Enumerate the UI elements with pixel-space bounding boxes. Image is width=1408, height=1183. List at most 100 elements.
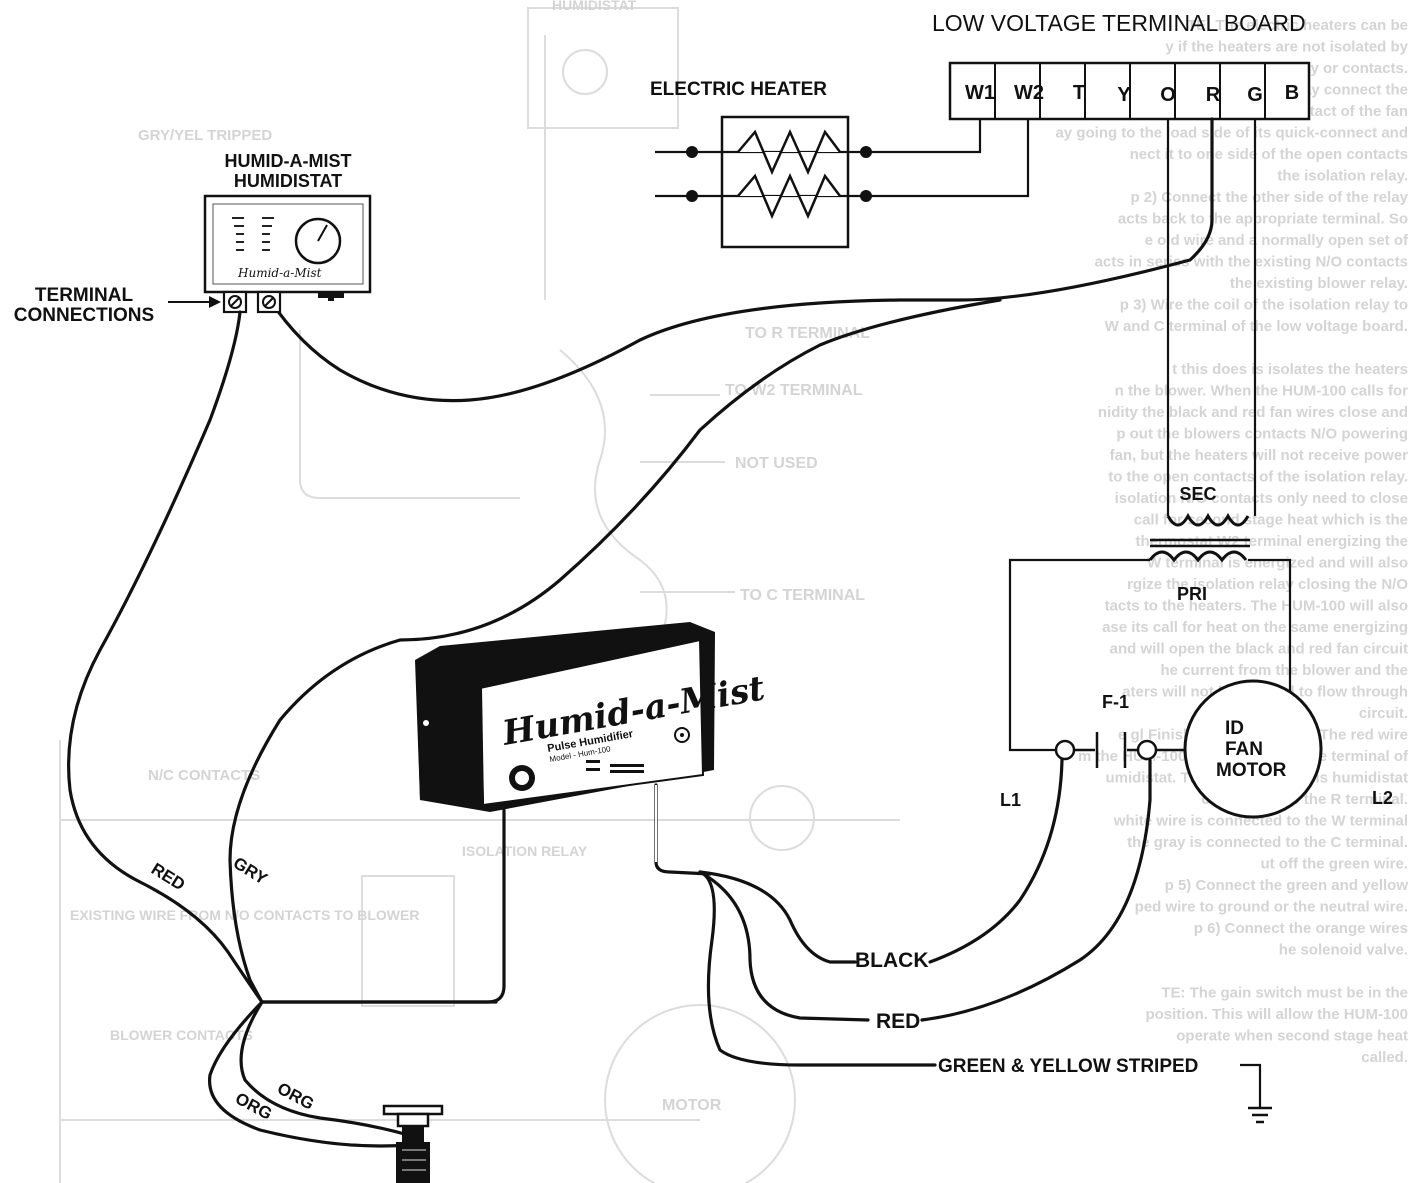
orange-wire-1 bbox=[239, 1000, 410, 1137]
terminal-b: B bbox=[1285, 82, 1299, 104]
bg-instruction-line: tacts to the heaters. The HUM-100 will a… bbox=[1105, 598, 1408, 615]
bg-instruction-line: TE: The electric heaters can be bbox=[1187, 17, 1408, 34]
electric-heater-label: ELECTRIC HEATER bbox=[650, 79, 827, 100]
bg-instruction-line: isolation N/O contacts only need to clos… bbox=[1115, 490, 1408, 507]
bg-instruction-line: the existing blower relay. bbox=[1230, 275, 1408, 292]
bg-instruction-line: the isolation relay. bbox=[1277, 168, 1408, 185]
bg-instruction-line: nidity the black and red fan wires close… bbox=[1098, 404, 1408, 421]
bg-instruction-line: ase its call for heat on the same energi… bbox=[1102, 619, 1408, 636]
gray-wire-label: GRY bbox=[230, 853, 271, 889]
bg-instruction-line: circuit. bbox=[1359, 705, 1408, 722]
black-wire bbox=[698, 870, 857, 964]
background-instructions: TE: The electric heaters can be y if the … bbox=[1055, 17, 1408, 1066]
w1-wire bbox=[866, 119, 982, 154]
red-wire-fan-label: RED bbox=[876, 1010, 920, 1033]
switch-label: F-1 bbox=[1102, 692, 1129, 712]
bg-gray-tripped-text: GRY/YEL TRIPPED bbox=[138, 127, 272, 144]
secondary-label: SEC bbox=[1179, 484, 1216, 504]
terminal-strip: W1 W2 T Y O R G B bbox=[948, 61, 1311, 121]
humidistat-title-1: HUMID-A-MIST bbox=[225, 151, 352, 171]
bg-blower-contacts-text: BLOWER CONTACTS bbox=[110, 1027, 253, 1043]
orange-wire-label-1: ORG bbox=[274, 1079, 317, 1114]
id-fan-motor: ID FAN MOTOR bbox=[1183, 679, 1323, 819]
humidifier-cable-left bbox=[260, 808, 506, 1004]
bg-isolation-relay-text: ISOLATION RELAY bbox=[462, 843, 588, 859]
bg-instruction-line: he solenoid valve. bbox=[1279, 942, 1408, 959]
bg-instruction-line: nect it to one side of the open contacts bbox=[1130, 146, 1408, 163]
terminal-connections-arrow bbox=[168, 296, 221, 308]
orange-wire-2 bbox=[208, 1000, 410, 1148]
switch-f1 bbox=[1054, 732, 1186, 768]
red-wire-to-switch bbox=[920, 758, 1152, 1022]
terminal-t: T bbox=[1073, 82, 1085, 104]
bg-instruction-line: white wire is connected to the W termina… bbox=[1113, 813, 1408, 830]
orange-wire-label-2: ORG bbox=[232, 1089, 275, 1124]
bg-instruction-line: TE: The gain switch must be in the bbox=[1161, 985, 1408, 1002]
terminal-w1: W1 bbox=[965, 82, 995, 104]
r-terminal-wire bbox=[268, 117, 1214, 403]
terminal-r: R bbox=[1206, 84, 1221, 106]
bg-instruction-line: acts back to the appropriate terminal. S… bbox=[1118, 211, 1408, 228]
humidistat-scale bbox=[232, 217, 274, 251]
bg-instruction-line: ay going to the load side of its quick-c… bbox=[1055, 125, 1408, 142]
bg-instruction-line: p out the blowers contacts N/O powering bbox=[1116, 426, 1408, 443]
bg-instruction-line: e old wire and a normally open set of bbox=[1145, 232, 1408, 249]
bg-instruction-line: rgize the isolation relay closing the N/… bbox=[1127, 576, 1408, 593]
bg-instruction-line: position. This will allow the HUM-100 bbox=[1145, 1006, 1408, 1023]
green-yellow-wire bbox=[698, 870, 937, 1067]
terminal-o: O bbox=[1160, 84, 1176, 106]
bg-instruction-line: p 5) Connect the green and yellow bbox=[1165, 877, 1408, 894]
bg-instruction-line: and will open the black and red fan circ… bbox=[1110, 641, 1408, 658]
bg-instruction-line: W and C terminal of the low voltage boar… bbox=[1105, 318, 1408, 335]
l2-label: L2 bbox=[1372, 788, 1393, 808]
primary-label: PRI bbox=[1177, 584, 1207, 604]
terminal-connections-label-2: CONNECTIONS bbox=[14, 305, 154, 326]
pulse-humidifier: Humid-a-Mist Pulse Humidifier Model - Hu… bbox=[415, 622, 768, 812]
w2-wire bbox=[866, 119, 1030, 198]
terminal-connections-label-1: TERMINAL bbox=[35, 285, 134, 306]
bg-instruction-line: t this does is isolates the heaters bbox=[1172, 361, 1408, 378]
l1-label: L1 bbox=[1000, 790, 1021, 810]
bg-not-used-text: NOT USED bbox=[735, 455, 818, 472]
bg-nc-contacts-text: N/C CONTACTS bbox=[148, 767, 260, 784]
bg-to-w2-text: TO W2 TERMINAL bbox=[725, 382, 863, 399]
bg-instruction-line: p 2) Connect the other side of the relay bbox=[1130, 189, 1408, 206]
humidistat-brand: Humid-a-Mist bbox=[237, 266, 322, 280]
motor-label-3: MOTOR bbox=[1216, 760, 1287, 781]
bg-instruction-line: call for second stage heat which is the bbox=[1134, 512, 1408, 529]
humidistat-title-2: HUMIDISTAT bbox=[234, 171, 342, 191]
terminal-board-title: LOW VOLTAGE TERMINAL BOARD bbox=[932, 10, 1306, 36]
humidifier-cable-right bbox=[654, 783, 712, 876]
bg-instruction-line: the gray is connected to the C terminal. bbox=[1127, 834, 1408, 851]
bg-instruction-line: p 6) Connect the orange wires bbox=[1194, 920, 1408, 937]
red-wire-fan bbox=[698, 870, 870, 1022]
bg-instruction-line: operate when second stage heat bbox=[1176, 1028, 1408, 1045]
bg-to-c-text: TO C TERMINAL bbox=[740, 587, 865, 604]
ground-wire bbox=[1240, 1063, 1262, 1108]
electric-heater bbox=[655, 115, 872, 249]
terminal-y: Y bbox=[1117, 84, 1131, 106]
humidistat: Humid-a-Mist bbox=[203, 194, 372, 314]
bg-instruction-line: n the blower. When the HUM-100 calls for bbox=[1115, 383, 1408, 400]
bg-instruction-line: p 3) Wire the coil of the isolation rela… bbox=[1120, 297, 1408, 314]
terminal-w2: W2 bbox=[1014, 82, 1044, 104]
bg-instruction-line: ped wire to ground or the neutral wire. bbox=[1135, 899, 1408, 916]
ground-symbol bbox=[1248, 1106, 1272, 1124]
bg-instruction-line: W terminal is energized and will also bbox=[1147, 555, 1408, 572]
gray-wire-humidistat bbox=[228, 298, 1002, 1004]
bg-instruction-line: fan, but the heaters will not receive po… bbox=[1110, 447, 1408, 464]
bg-instruction-line: y if the heaters are not isolated by bbox=[1165, 39, 1408, 56]
bg-instruction-line: called. bbox=[1361, 1049, 1408, 1066]
motor-label-1: ID bbox=[1225, 718, 1244, 739]
red-wire-humidistat bbox=[67, 310, 264, 1004]
bg-instruction-line: ut off the green wire. bbox=[1260, 856, 1408, 873]
solenoid-valve bbox=[382, 1104, 444, 1183]
bg-instruction-line: acts in series with the existing N/O con… bbox=[1095, 254, 1408, 271]
terminal-g: G bbox=[1247, 84, 1263, 106]
bg-instruction-line: he current from the blower and the bbox=[1160, 662, 1408, 679]
black-wire-label: BLACK bbox=[855, 949, 929, 972]
motor-label-2: FAN bbox=[1225, 739, 1263, 760]
bg-humidistat-text: HUMIDISTAT bbox=[552, 0, 637, 13]
bg-motor-text: MOTOR bbox=[662, 1097, 722, 1114]
